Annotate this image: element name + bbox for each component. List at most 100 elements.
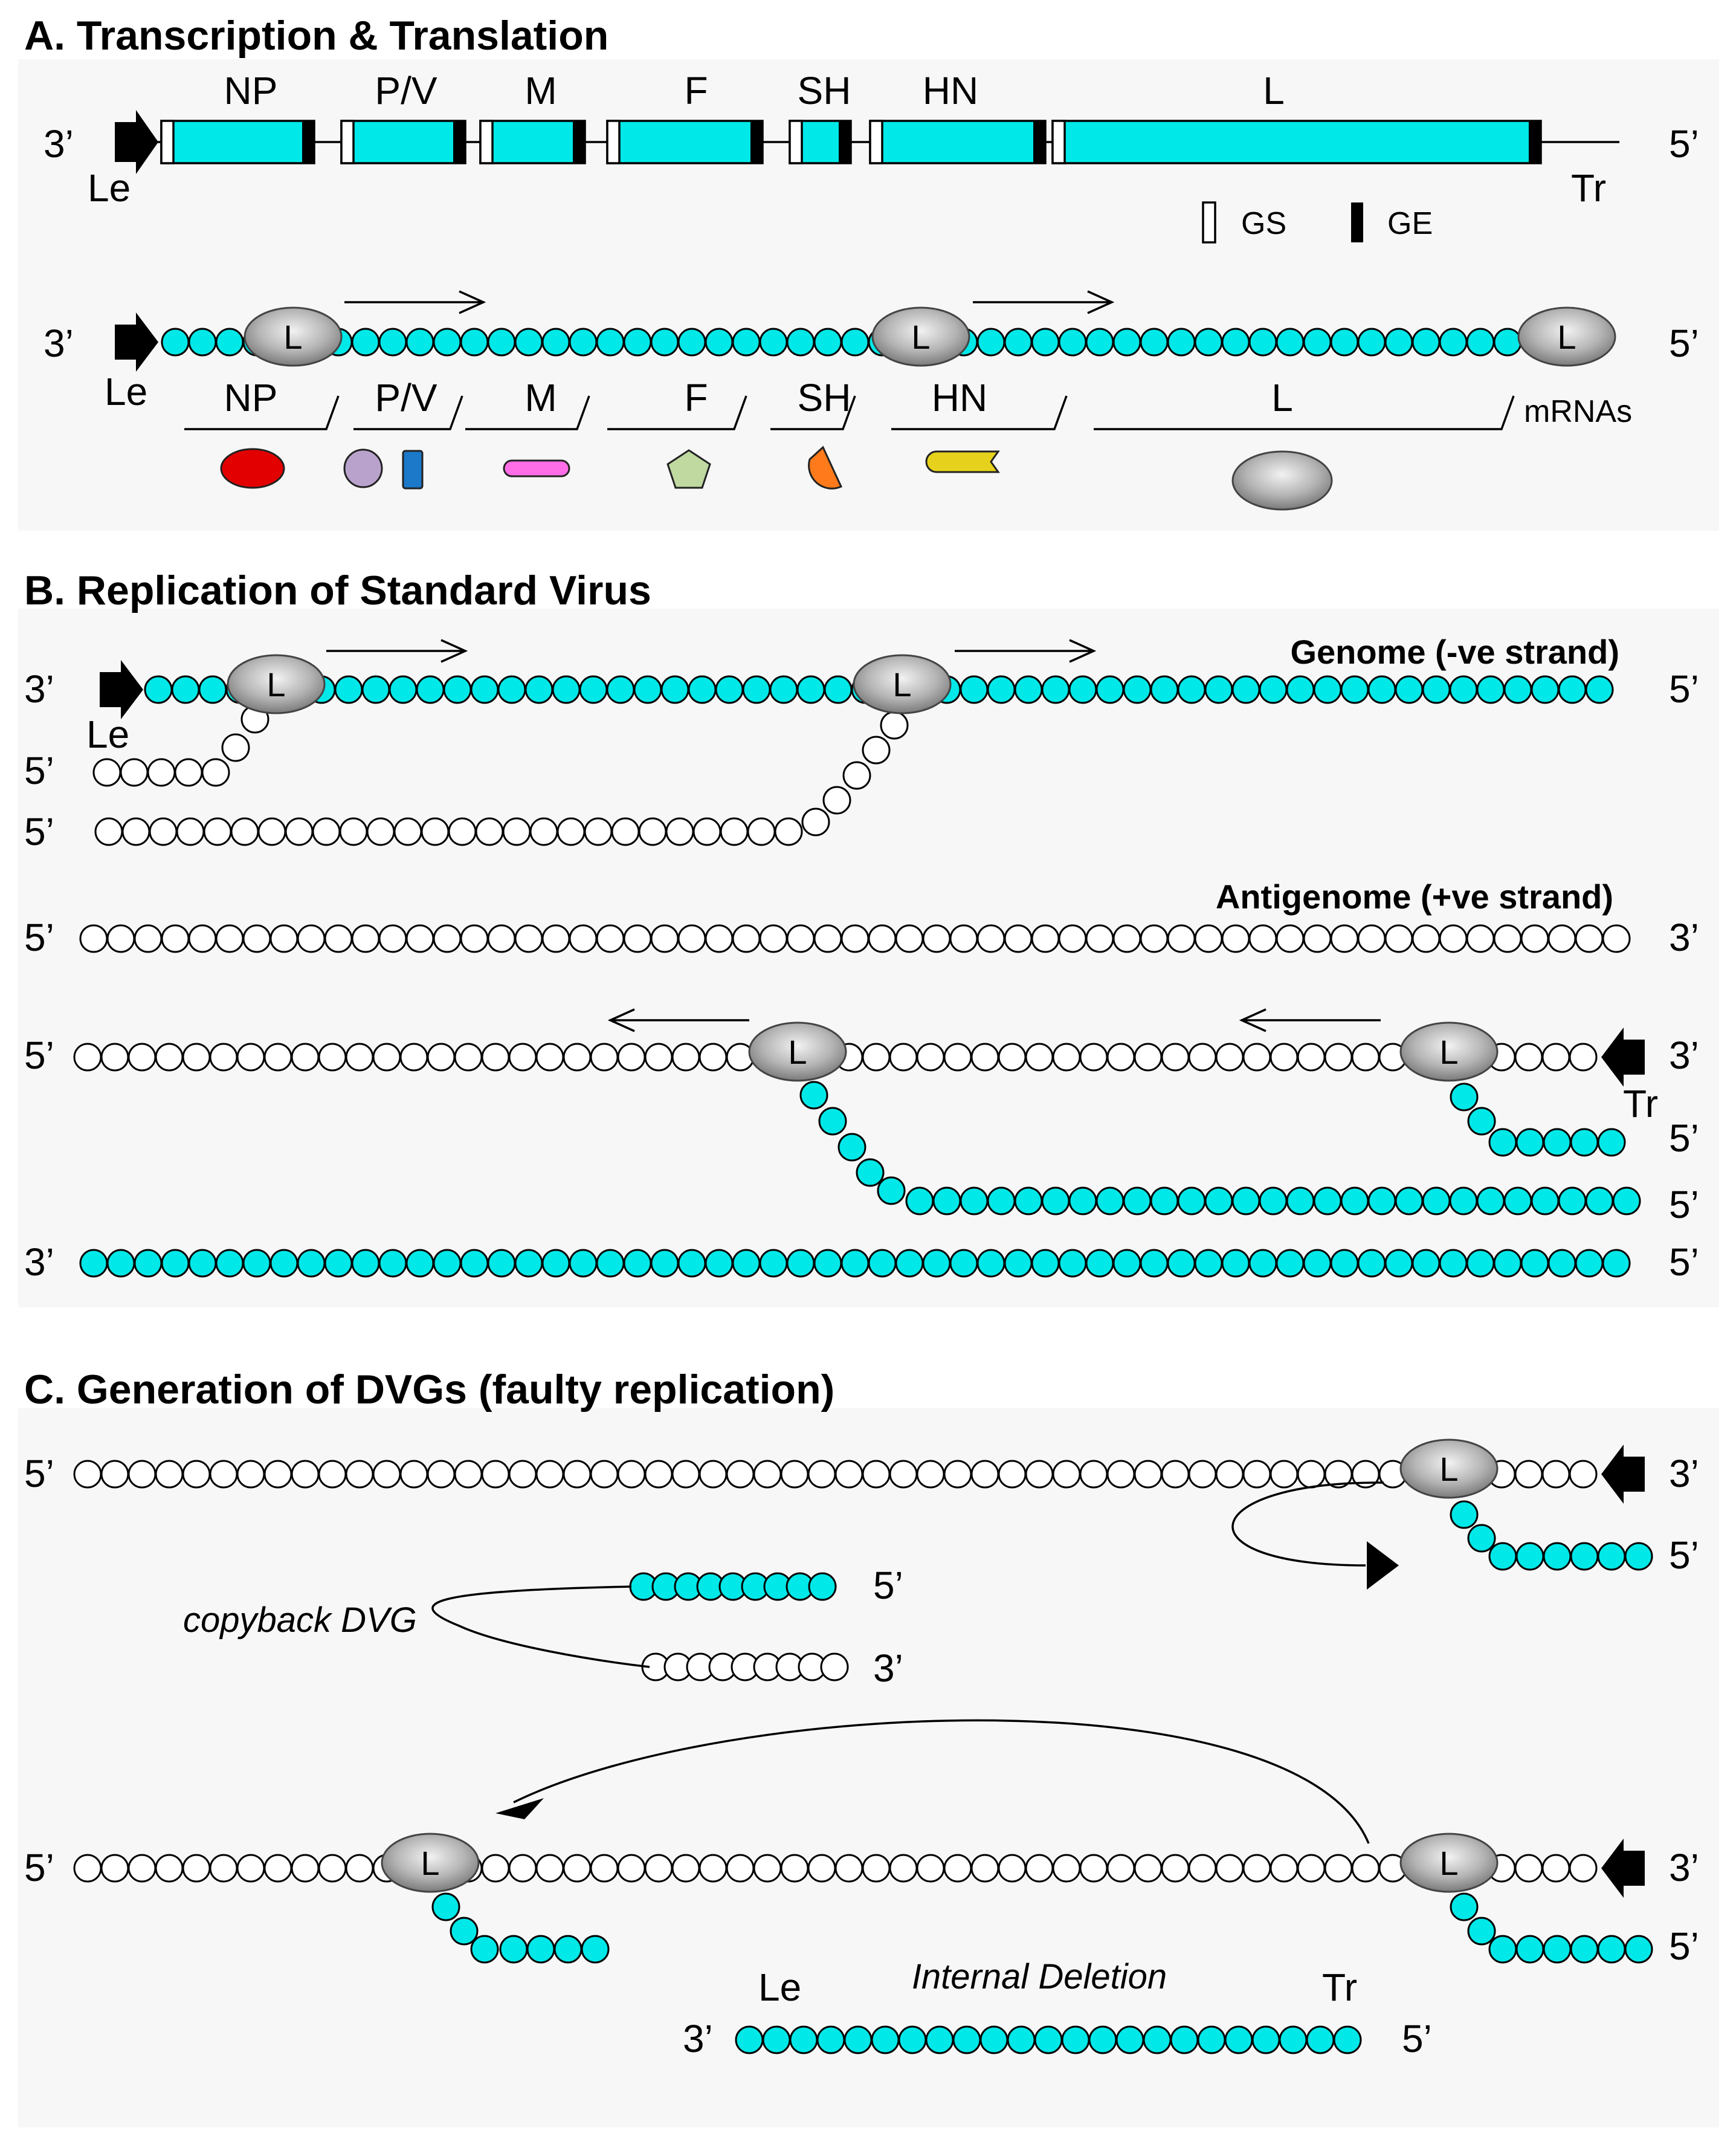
rna-bead — [1197, 2025, 1226, 2054]
rna-bead — [786, 1249, 815, 1278]
rna-bead — [715, 675, 744, 704]
rna-bead — [215, 924, 244, 953]
polymerase-l: L — [1399, 1021, 1499, 1082]
rna-bead — [100, 1854, 129, 1883]
gene-start-icon — [160, 120, 175, 164]
rna-bead — [487, 924, 516, 953]
rna-bead — [285, 817, 314, 846]
rna-bead — [263, 1043, 292, 1072]
rna-bead — [1177, 1186, 1206, 1215]
svg-text:L: L — [1439, 1450, 1458, 1488]
rna-bead — [475, 817, 504, 846]
rna-bead — [1313, 675, 1342, 704]
rna-bead — [351, 328, 380, 357]
rna-bead — [569, 924, 598, 953]
rna-bead — [895, 924, 924, 953]
rna-bead — [617, 1043, 646, 1072]
rna-bead — [789, 2025, 818, 2054]
rna-bead — [1025, 1460, 1054, 1489]
rna-bead — [1079, 1854, 1108, 1883]
rna-bead — [916, 1043, 945, 1072]
gene-start-icon — [789, 120, 803, 164]
trailer-label: Tr — [1571, 166, 1606, 210]
rna-bead — [1357, 1249, 1386, 1278]
rna-bead — [1488, 1542, 1517, 1571]
rna-bead — [1123, 1186, 1152, 1215]
rna-bead — [877, 1176, 906, 1205]
rna-bead — [596, 924, 625, 953]
rna-bead — [1340, 1186, 1369, 1215]
rna-bead — [345, 1043, 374, 1072]
rna-bead — [922, 924, 951, 953]
rna-bead — [1014, 1186, 1043, 1215]
rna-bead — [1330, 328, 1359, 357]
rna-bead — [1004, 924, 1033, 953]
rna-bead — [1031, 1249, 1060, 1278]
rna-bead — [552, 675, 581, 704]
polymerase-l: L — [381, 1833, 480, 1893]
rna-bead — [1134, 1043, 1163, 1072]
rna-bead — [563, 1043, 592, 1072]
rna-bead — [203, 817, 232, 846]
rna-bead — [1224, 2025, 1253, 2054]
panel-b-title: B. Replication of Standard Virus — [24, 568, 651, 613]
rna-bead — [1259, 675, 1288, 704]
rna-bead — [508, 1043, 537, 1072]
rna-bead — [106, 1249, 135, 1278]
rna-bead — [818, 1107, 847, 1136]
mrna-label-m: M — [524, 376, 557, 419]
rna-bead — [372, 1460, 401, 1489]
rna-bead — [1106, 1460, 1135, 1489]
rna-bead — [813, 924, 842, 953]
rna-bead — [569, 328, 598, 357]
gene-label-pv: P/V — [375, 69, 437, 112]
rna-bead — [481, 1460, 510, 1489]
rna-bead — [563, 1854, 592, 1883]
rna-bead — [73, 1043, 102, 1072]
five-prime-label: 5’ — [1669, 1116, 1699, 1160]
rna-bead — [1068, 1186, 1097, 1215]
rna-bead — [735, 2025, 764, 2054]
rna-bead — [236, 1854, 265, 1883]
rna-bead — [1167, 328, 1196, 357]
svg-text:L: L — [911, 318, 930, 356]
l-ellipse-icon — [1231, 450, 1333, 511]
rna-bead — [405, 1249, 434, 1278]
mrna-l — [1094, 395, 1515, 430]
rna-bead — [1493, 924, 1522, 953]
rna-bead — [1412, 328, 1441, 357]
rna-bead — [1221, 328, 1250, 357]
rna-bead — [481, 1854, 510, 1883]
rna-bead — [1085, 328, 1114, 357]
rna-bead — [209, 1043, 238, 1072]
gene-start-icon — [1202, 201, 1216, 244]
rna-bead — [1279, 2025, 1308, 2054]
rna-bead — [1351, 1854, 1380, 1883]
mrna-label-l: L — [1271, 376, 1293, 419]
gene-label-m: M — [524, 69, 557, 112]
trailer-promoter-arrow-icon — [1601, 1445, 1645, 1504]
rna-bead — [120, 758, 149, 787]
rna-bead — [351, 924, 380, 953]
leader-label: Le — [88, 166, 131, 210]
rna-bead — [841, 924, 870, 953]
rna-bead — [1167, 1249, 1196, 1278]
rna-bead — [699, 1854, 728, 1883]
rna-bead — [553, 1935, 582, 1964]
three-prime-label: 3’ — [1669, 1452, 1699, 1495]
rna-bead — [1112, 1249, 1141, 1278]
mrna-pv — [353, 395, 463, 430]
rna-bead — [1547, 924, 1576, 953]
rna-bead — [155, 1460, 184, 1489]
rna-bead — [1297, 1043, 1326, 1072]
rna-bead — [820, 1652, 849, 1681]
rna-bead — [100, 1043, 129, 1072]
rna-bead — [1286, 675, 1315, 704]
rna-bead — [581, 1935, 610, 1964]
rna-bead — [1079, 1043, 1108, 1072]
three-prime-label: 3’ — [1669, 916, 1699, 959]
rna-bead — [1140, 924, 1169, 953]
rna-bead — [998, 1043, 1027, 1072]
rna-bead — [1541, 1854, 1570, 1883]
rna-bead — [1167, 924, 1196, 953]
